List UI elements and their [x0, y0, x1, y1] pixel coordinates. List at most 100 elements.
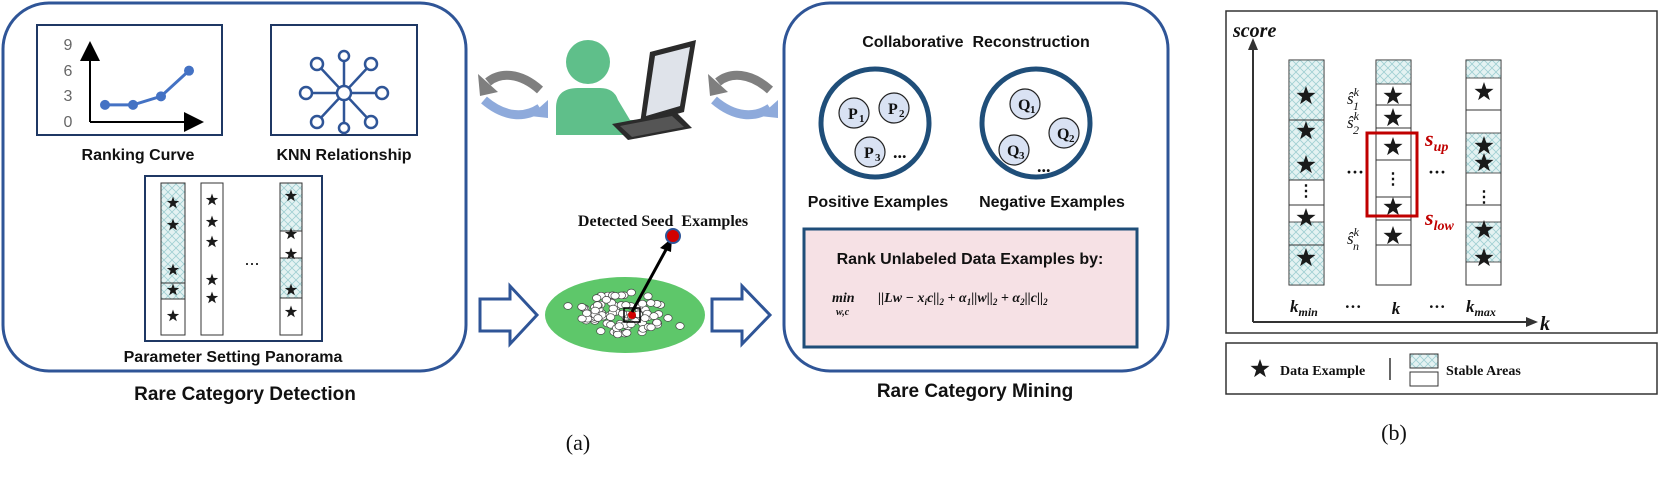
q3-label: Q — [1007, 143, 1019, 160]
column-kmax: ⋮ — [1465, 59, 1502, 286]
tick-3: 3 — [64, 88, 73, 105]
data-point — [626, 288, 636, 297]
data-point — [606, 313, 616, 321]
q3-sub: 3 — [1019, 150, 1025, 162]
data-point — [563, 302, 573, 310]
k-label: k — [1392, 299, 1401, 318]
data-point — [582, 309, 592, 318]
min-sub: w,c — [836, 307, 850, 318]
p1-label: P — [848, 106, 858, 123]
dots-between-2: ··· — [1428, 162, 1446, 182]
column-k: ⋮ — [1365, 59, 1419, 286]
seed-point — [628, 311, 636, 319]
legend-hatch-swatch — [1409, 353, 1439, 369]
tick-6: 6 — [64, 63, 73, 80]
q2-sub: 2 — [1069, 133, 1075, 145]
caption-a: (a) — [566, 430, 590, 455]
rare-category-mining-title: Rare Category Mining — [877, 381, 1073, 402]
data-point — [601, 296, 611, 304]
q1-label: Q — [1018, 97, 1030, 114]
middle-section: Detected Seed Examples — [478, 40, 778, 353]
p1-sub: 1 — [859, 113, 865, 125]
panorama-ellipsis: ... — [244, 249, 259, 269]
parameter-panorama-box: ... — [144, 175, 323, 342]
data-point — [590, 306, 600, 315]
data-point — [663, 314, 673, 322]
data-point — [646, 299, 656, 307]
ranking-curve-path — [105, 69, 191, 107]
svg-text:ŝk2: ŝk2 — [1347, 109, 1360, 137]
knn-relationship-box — [270, 24, 418, 136]
data-point — [652, 318, 662, 327]
legend-stable-areas: Stable Areas — [1446, 364, 1521, 379]
data-points — [563, 288, 685, 339]
seed-arrow — [630, 245, 670, 313]
s-up-label: sup — [1424, 126, 1448, 155]
ranking-point-2 — [128, 99, 138, 110]
knn-relationship-label: KNN Relationship — [276, 147, 411, 164]
formula-part-1: ||Lw − xic||2 + α1||w||2 + α2||c||2 — [878, 291, 1048, 307]
legend-plain-swatch — [1409, 371, 1439, 387]
p3-sub: 3 — [875, 152, 881, 164]
curved-arrow-left-2 — [708, 70, 778, 120]
dots-between-1: ··· — [1346, 162, 1364, 182]
data-point — [643, 292, 653, 300]
data-point — [640, 314, 650, 322]
positive-examples-group: P 1 P 2 P 3 ... Positive Examples — [808, 66, 948, 211]
p2-label: P — [888, 101, 898, 118]
negative-ellipsis: ... — [1037, 156, 1051, 176]
detected-seed-label: Detected Seed Examples — [578, 213, 748, 230]
x-axis-label: k — [1540, 313, 1550, 335]
q1-sub: 1 — [1030, 104, 1036, 116]
parameter-panorama-label: Parameter Setting Panorama — [124, 349, 343, 366]
q2-label: Q — [1057, 126, 1069, 143]
user-laptop-icon — [556, 40, 696, 140]
svg-text:⋮: ⋮ — [1298, 183, 1314, 200]
data-point — [592, 294, 602, 302]
hollow-arrow-left — [478, 282, 540, 348]
data-point — [622, 329, 632, 337]
rare-category-detection-panel: Rare Category Detection 9 6 3 0 Ranking … — [1, 1, 468, 405]
kmax-label: kmax — [1466, 297, 1496, 319]
p2-sub: 2 — [899, 108, 905, 120]
dots-label-2: ··· — [1428, 297, 1445, 316]
rare-category-detection-title: Rare Category Detection — [134, 384, 356, 405]
seed-region — [623, 307, 641, 323]
tick-9: 9 — [64, 37, 73, 54]
data-point — [613, 330, 623, 339]
positive-ellipsis: ... — [893, 142, 907, 162]
ranking-point-1 — [100, 99, 110, 110]
detected-seed-marker — [665, 228, 681, 244]
data-point — [593, 314, 603, 322]
rank-title: Rank Unlabeled Data Examples by: — [837, 251, 1104, 268]
column-kmin: ⋮ — [1288, 59, 1325, 286]
hollow-arrow-right — [710, 282, 773, 348]
collaborative-reconstruction-heading: Collaborative Reconstruction — [862, 34, 1090, 51]
negative-examples-label: Negative Examples — [979, 194, 1125, 211]
curved-arrow-left-1 — [478, 70, 548, 120]
ranking-point-4 — [184, 65, 194, 76]
svg-text:ŝkn: ŝkn — [1347, 225, 1360, 253]
svg-text:⋮: ⋮ — [1476, 189, 1492, 206]
panel-b: score k ⋮ ⋮ — [1225, 10, 1658, 395]
ranking-curve-label: Ranking Curve — [82, 147, 195, 164]
y-axis-label: score — [1232, 20, 1276, 42]
ranking-curve-box: 9 6 3 0 — [36, 24, 223, 136]
caption-b: (b) — [1381, 420, 1407, 445]
svg-text:⋮: ⋮ — [1385, 171, 1401, 188]
kmin-label: kmin — [1290, 297, 1318, 319]
data-point — [649, 312, 659, 320]
negative-examples-group: Q 1 Q 2 Q 3 ... Negative Examples — [979, 66, 1125, 211]
tick-0: 0 — [64, 114, 73, 131]
data-point — [577, 314, 587, 323]
data-point — [596, 327, 606, 335]
data-point — [608, 304, 618, 313]
legend: Data Example Stable Areas — [1225, 342, 1658, 395]
rank-formula-box: Rank Unlabeled Data Examples by: min w,c… — [802, 227, 1139, 349]
p3-label: P — [864, 145, 874, 162]
stable-range-box — [1365, 131, 1419, 218]
min-word: min — [832, 291, 855, 306]
legend-data-example: Data Example — [1280, 364, 1365, 379]
